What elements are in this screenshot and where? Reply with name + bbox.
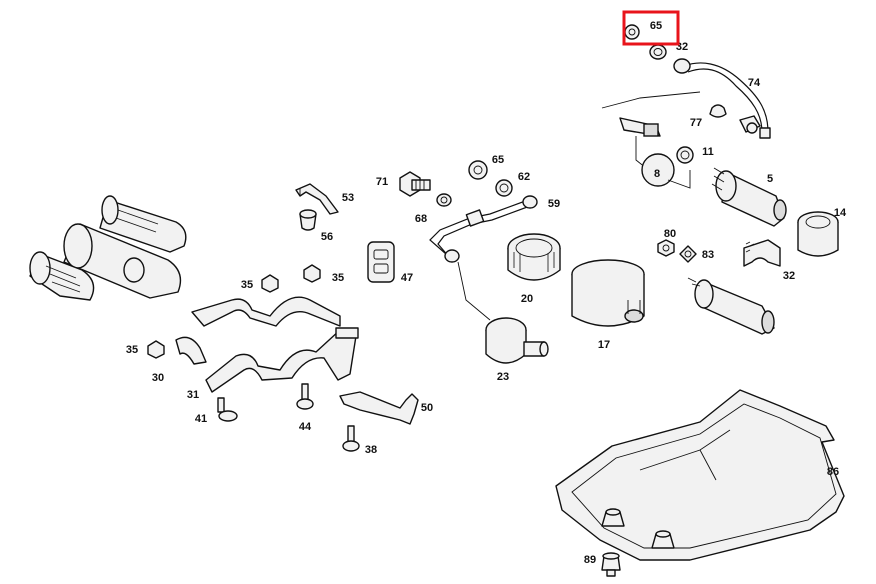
callout-label-47[interactable]: 47	[401, 272, 413, 284]
callout-label-20[interactable]: 20	[521, 293, 533, 305]
callout-label-32[interactable]: 32	[783, 270, 795, 282]
part-56-grommet[interactable]	[299, 209, 317, 231]
part-44-bolt[interactable]	[296, 383, 314, 410]
part-86-protective-plate[interactable]	[555, 389, 845, 561]
callout-label-5[interactable]: 5	[767, 173, 773, 185]
callout-label-59[interactable]: 59	[548, 198, 560, 210]
callout-label-44[interactable]: 44	[299, 421, 312, 433]
part-68-washer[interactable]	[436, 193, 452, 207]
part-mount-bolt-right[interactable]	[651, 530, 675, 549]
callout-label-35[interactable]: 35	[332, 272, 344, 284]
part-41-bolt[interactable]	[217, 397, 238, 422]
callout-label-80[interactable]: 80	[664, 228, 676, 240]
callout-label-89[interactable]: 89	[584, 554, 596, 566]
callout-label-68[interactable]: 68	[415, 213, 427, 225]
part-mount-bolt-left[interactable]	[601, 508, 625, 527]
part-20-sleeve[interactable]	[507, 233, 561, 281]
part-71-banjo-bolt[interactable]	[399, 171, 431, 197]
part-53-clip-bracket[interactable]	[295, 183, 339, 215]
part-8-cap[interactable]	[641, 153, 691, 189]
part-connector-nozzle[interactable]	[601, 91, 701, 169]
highlight-box	[622, 10, 680, 46]
part-50-strap[interactable]	[339, 391, 419, 425]
callout-label-65[interactable]: 65	[650, 20, 662, 32]
callout-label-83[interactable]: 83	[702, 249, 714, 261]
part-11-ring[interactable]	[676, 146, 694, 164]
callout-label-11[interactable]: 11	[702, 146, 714, 158]
part-89-grommet[interactable]	[601, 552, 621, 577]
callout-label-30[interactable]: 30	[152, 372, 164, 384]
callout-label-62[interactable]: 62	[518, 171, 530, 183]
callout-label-86[interactable]: 86	[827, 466, 839, 478]
callout-label-77[interactable]: 77	[690, 117, 702, 129]
part-30-upper-bracket[interactable]	[175, 296, 341, 365]
callout-label-38[interactable]: 38	[365, 444, 377, 456]
part-38-bolt[interactable]	[342, 425, 360, 452]
callout-label-56[interactable]: 56	[321, 231, 333, 243]
callout-label-17[interactable]: 17	[598, 339, 610, 351]
part-pump-cluster[interactable]	[29, 195, 187, 301]
part-31-lower-bracket[interactable]	[205, 327, 359, 393]
callout-label-23[interactable]: 23	[497, 371, 509, 383]
part-5-fuel-pump[interactable]	[711, 167, 787, 227]
part-32-bracket-mid[interactable]	[743, 239, 781, 267]
part-83-star-washer[interactable]	[679, 245, 697, 263]
part-80-nut[interactable]	[657, 239, 675, 257]
part-fuel-pump-lower[interactable]	[687, 277, 775, 335]
part-65-washer-top[interactable]	[624, 24, 640, 40]
part-65-washer-mid[interactable]	[468, 160, 488, 180]
part-35-nut-a[interactable]	[261, 274, 279, 293]
part-17-fuel-filter[interactable]	[571, 259, 645, 327]
callout-label-53[interactable]: 53	[342, 192, 354, 204]
callout-label-50[interactable]: 50	[421, 402, 433, 414]
part-35-nut-b[interactable]	[303, 264, 321, 283]
part-59-fuel-line[interactable]	[429, 195, 538, 321]
callout-label-65[interactable]: 65	[492, 154, 504, 166]
part-77-hose-clamp[interactable]	[709, 104, 761, 134]
callout-label-8[interactable]: 8	[654, 168, 660, 180]
callout-label-71[interactable]: 71	[376, 176, 388, 188]
part-14-filter-cup[interactable]	[797, 211, 839, 257]
part-32-ring-top[interactable]	[649, 44, 667, 60]
part-47-rubber-pad[interactable]	[367, 241, 395, 283]
callout-label-41[interactable]: 41	[195, 413, 207, 425]
callout-label-74[interactable]: 74	[748, 77, 761, 89]
part-62-washer[interactable]	[495, 179, 513, 197]
callout-label-31[interactable]: 31	[187, 389, 199, 401]
callout-label-35[interactable]: 35	[241, 279, 253, 291]
callout-label-14[interactable]: 14	[834, 207, 847, 219]
part-35-nut-c[interactable]	[147, 340, 165, 359]
callout-label-35[interactable]: 35	[126, 344, 138, 356]
part-23-rubber-mount[interactable]	[485, 317, 549, 364]
part-74-fuel-line[interactable]	[673, 58, 771, 139]
